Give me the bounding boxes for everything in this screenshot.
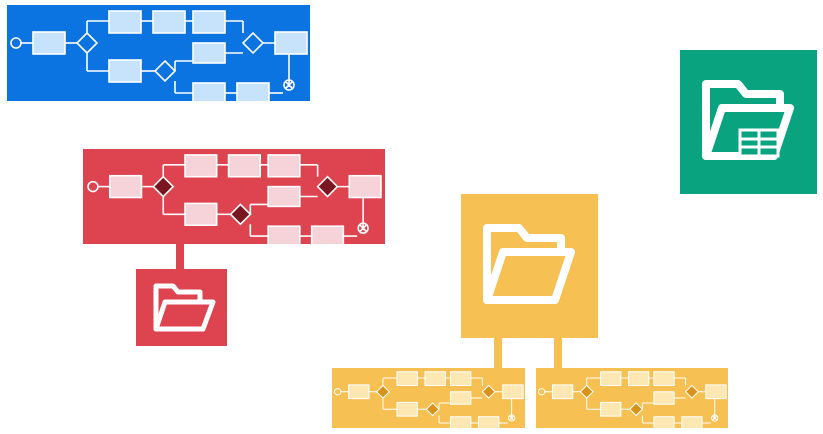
task-box [152,10,186,34]
task-box [267,225,301,244]
task-box [477,416,500,428]
task-box [600,401,622,417]
connector-yellow-folder-to-left-process [494,336,502,370]
end-event-icon [283,79,295,91]
red-process-tile[interactable] [83,149,385,244]
task-box [449,371,472,386]
gateway-icon [481,384,496,399]
gateway-icon [684,384,699,399]
blue-process-tile[interactable] [7,5,310,101]
task-box [267,154,301,178]
yellow-folder-tile[interactable] [461,194,598,338]
end-event-cross [285,81,293,89]
red-folder-tile[interactable] [136,269,227,346]
end-event-icon [507,414,516,422]
folder-open-icon [483,224,575,304]
process-flow-icon [10,10,308,101]
start-event-icon [10,37,22,49]
connector-yellow-folder-to-right-process [554,336,562,370]
task-box [653,371,675,386]
task-box [628,371,650,386]
task-box [551,384,574,400]
start-event-icon [334,388,342,396]
task-box [653,416,675,428]
task-box [236,82,270,101]
end-event-icon [357,222,369,234]
connector-red-process-to-folder [176,241,184,271]
task-box [348,174,382,199]
yellow-process-tile-right[interactable] [536,368,728,428]
gateway-icon [153,59,177,83]
task-box [449,391,472,405]
task-box [32,31,66,55]
yellow-process-tile-left[interactable] [332,368,525,428]
task-box [227,154,262,178]
task-box [184,154,218,178]
end-event-cross [712,415,717,421]
task-box [653,391,675,405]
task-box [108,59,142,83]
task-box [348,384,370,400]
task-box [109,174,143,199]
end-event-cross [359,224,367,232]
process-flow-icon [334,371,524,428]
gateway-icon [75,31,99,55]
task-box [424,371,446,386]
green-folder-table-tile[interactable] [680,50,817,194]
process-flow-icon [538,371,727,428]
task-box [396,371,418,386]
gateway-icon [375,384,391,399]
task-box [502,384,524,400]
table-icon [738,128,780,158]
task-box [267,185,301,208]
gateway-icon [241,31,265,55]
start-event-icon [538,388,546,396]
task-box [600,371,622,386]
gateway-icon [425,402,440,417]
task-box [310,225,345,244]
folder-table-icon [702,80,794,160]
gateway-icon [629,402,644,417]
task-box [108,10,142,34]
task-box [192,82,226,101]
task-box [681,416,703,428]
process-flow-icon [87,154,382,244]
task-box [449,416,472,428]
task-box [192,42,226,64]
gateway-icon [152,175,175,198]
task-box [705,384,727,400]
end-event-cross [509,415,514,421]
gateway-icon [579,384,594,399]
gateway-icon [316,175,339,198]
task-box [192,10,226,34]
task-box [396,401,418,417]
folder-open-icon [153,283,216,332]
gateway-icon [229,203,252,226]
task-box [274,31,308,55]
end-event-icon [711,414,719,422]
start-event-icon [87,180,99,193]
task-box [184,202,218,226]
